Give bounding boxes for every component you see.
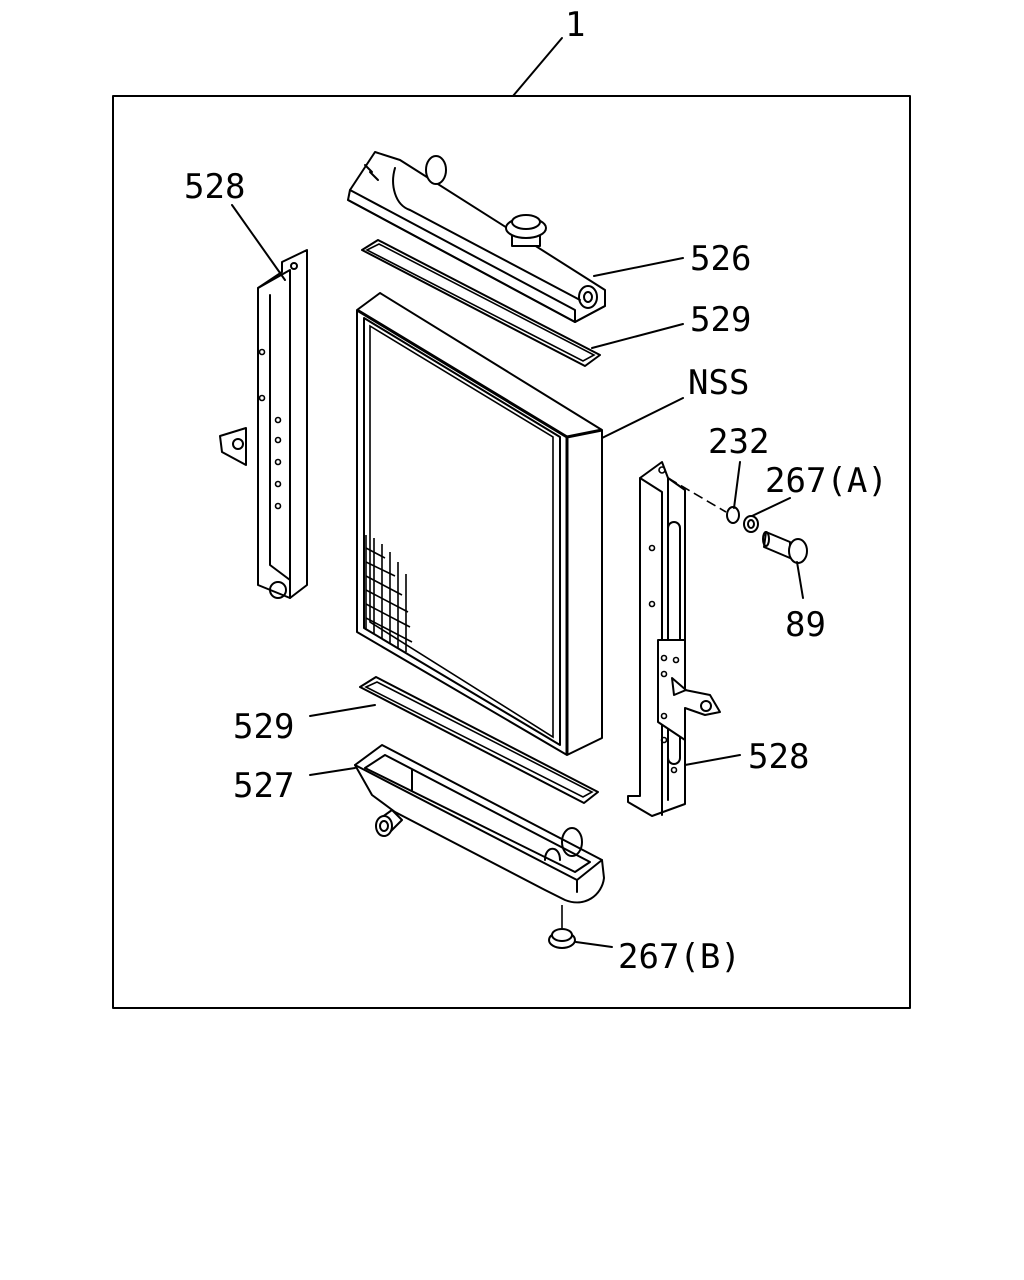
callout-527: 527 — [233, 766, 294, 806]
diagram-frame — [112, 95, 911, 1009]
callout-89: 89 — [785, 605, 826, 645]
upper-gasket-part — [361, 239, 601, 367]
callout-528-right: 528 — [748, 737, 809, 777]
leader-lines — [231, 37, 804, 948]
callout-nss: NSS — [688, 363, 749, 403]
callout-1: 1 — [565, 5, 585, 45]
callout-526: 526 — [690, 239, 751, 279]
callout-529-upper: 529 — [690, 300, 751, 340]
upper-tank-part — [347, 151, 606, 323]
right-bracket-part — [627, 461, 721, 817]
nut-232 — [726, 506, 740, 524]
drain-plug-part — [548, 905, 576, 949]
callout-267b: 267(B) — [618, 937, 741, 977]
lower-gasket-part — [359, 676, 599, 804]
left-bracket-part — [219, 249, 308, 599]
callout-267a: 267(A) — [765, 461, 888, 501]
washer-267a — [743, 515, 759, 533]
core-fin-grid — [365, 535, 413, 652]
callout-529-lower: 529 — [233, 707, 294, 747]
radiator-core-part — [356, 292, 603, 756]
callout-232: 232 — [708, 422, 769, 462]
bolt-89 — [762, 531, 808, 564]
callout-528-left: 528 — [184, 167, 245, 207]
fasteners — [667, 477, 808, 564]
lower-tank-part — [354, 744, 605, 904]
